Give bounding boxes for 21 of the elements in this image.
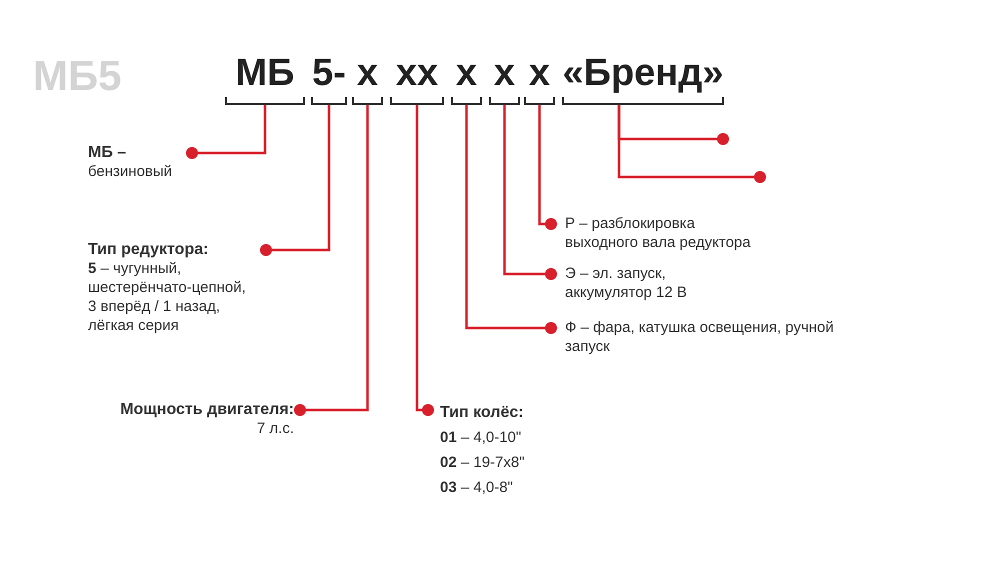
leader-line [260, 105, 330, 256]
leader-line [465, 105, 557, 334]
leader-line [294, 105, 369, 416]
description-text: 7 л.с. [256, 419, 294, 438]
heading: Тип колёс: [440, 403, 525, 423]
description-text: 5 – чугунный, шестерёнчато-цепной, 3 вперёд / 1 назад, лёгкая серия [88, 259, 247, 335]
description-text: 03 – 4,0-8" [440, 478, 514, 498]
heading: Тип редуктора: [88, 240, 210, 259]
heading: МБ – [88, 143, 128, 162]
leader-line [618, 105, 766, 183]
description-text: Э – эл. запуск, аккумулятор 12 В [551, 264, 736, 302]
leader-line [416, 105, 434, 416]
description-text: Р – разблокировка выходного вала редуктора [551, 214, 756, 252]
leader-line [538, 105, 557, 230]
heading: Мощность двигателя: [119, 400, 294, 419]
description-text: 02 – 19-7х8" [440, 453, 526, 473]
leader-line [186, 105, 266, 159]
description-text: Ф – фара, катушка освещения, ручной запуск [551, 318, 841, 356]
description-text: 01 – 4,0-10" [440, 428, 522, 448]
description-text: бензиновый [88, 162, 174, 181]
leader-line [503, 105, 557, 280]
